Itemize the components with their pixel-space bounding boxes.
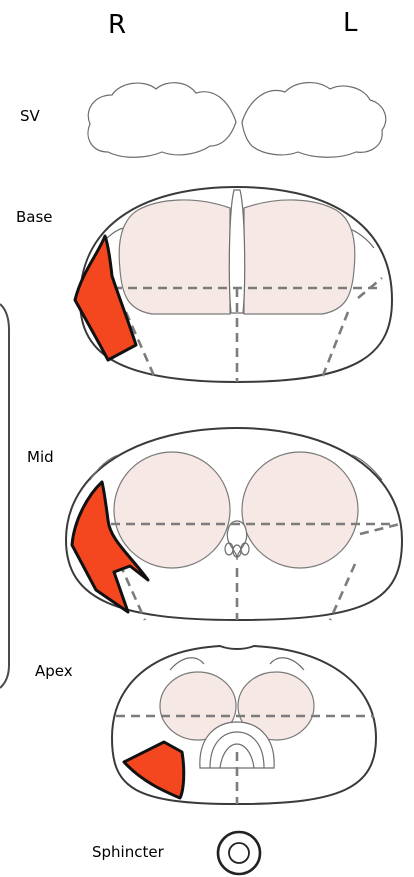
mid-transition-zone-left [242,452,358,568]
page-edge-bracket [0,304,9,688]
mid-transition-zone-right [114,452,230,568]
base-transition-zone-right [119,200,230,314]
base-section [75,187,392,382]
seminal-vesicles [88,83,386,158]
mid-section [66,428,402,620]
seminal-vesicle-right [88,83,236,158]
sphincter-icon [218,832,260,874]
seminal-vesicle-left [242,83,386,158]
base-transition-zone-left [244,200,355,314]
apex-section [112,646,376,804]
